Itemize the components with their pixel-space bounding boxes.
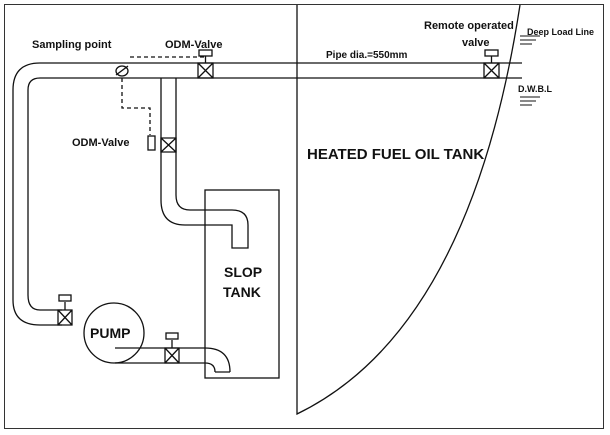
remote-valve-actuator [484,49,499,57]
pump-body [83,302,145,364]
sampling-line [121,78,151,135]
dwbl-marks [520,96,540,106]
sampling-point-slash [115,65,129,76]
pump-suction-actuator [58,294,72,302]
heated-fuel-oil-tank [296,4,521,416]
pump-label: PUMP [90,325,130,341]
slop-tank-label-2: TANK [223,284,261,300]
remote-operated-valve [483,56,500,79]
odm-valve-top-label: ODM-Valve [165,39,222,51]
odm-valve-left [160,137,177,153]
diagram-frame [4,4,604,429]
deep-load-line-label: Deep Load Line [527,27,594,37]
pump-suction-valve [57,302,73,326]
pump-discharge-valve [164,340,180,364]
heated-tank-label: HEATED FUEL OIL TANK [307,146,484,163]
main-pipe [40,62,522,79]
odm-valve-top [197,56,214,79]
remote-valve-label-1: Remote operated [424,20,514,32]
sampling-point-symbol [115,65,129,77]
slop-tank [204,189,280,379]
left-pipe-outer [12,62,62,326]
pump-discharge-actuator [165,332,179,340]
odm-valve-left-label: ODM-Valve [72,137,129,149]
dwbl-label: D.W.B.L [518,84,552,94]
odm-valve-top-actuator [198,49,213,57]
slop-tank-label-1: SLOP [224,264,262,280]
odm-valve-left-actuator [147,135,156,151]
deep-load-line-marks [520,35,540,45]
slop-pipe [160,78,249,249]
pipe-dia-label: Pipe dia.=550mm [326,50,408,61]
pump-discharge-pipe [115,347,231,373]
remote-valve-label-2: valve [462,37,490,49]
sampling-point-label: Sampling point [32,39,112,51]
left-pipe-inner [27,77,62,311]
